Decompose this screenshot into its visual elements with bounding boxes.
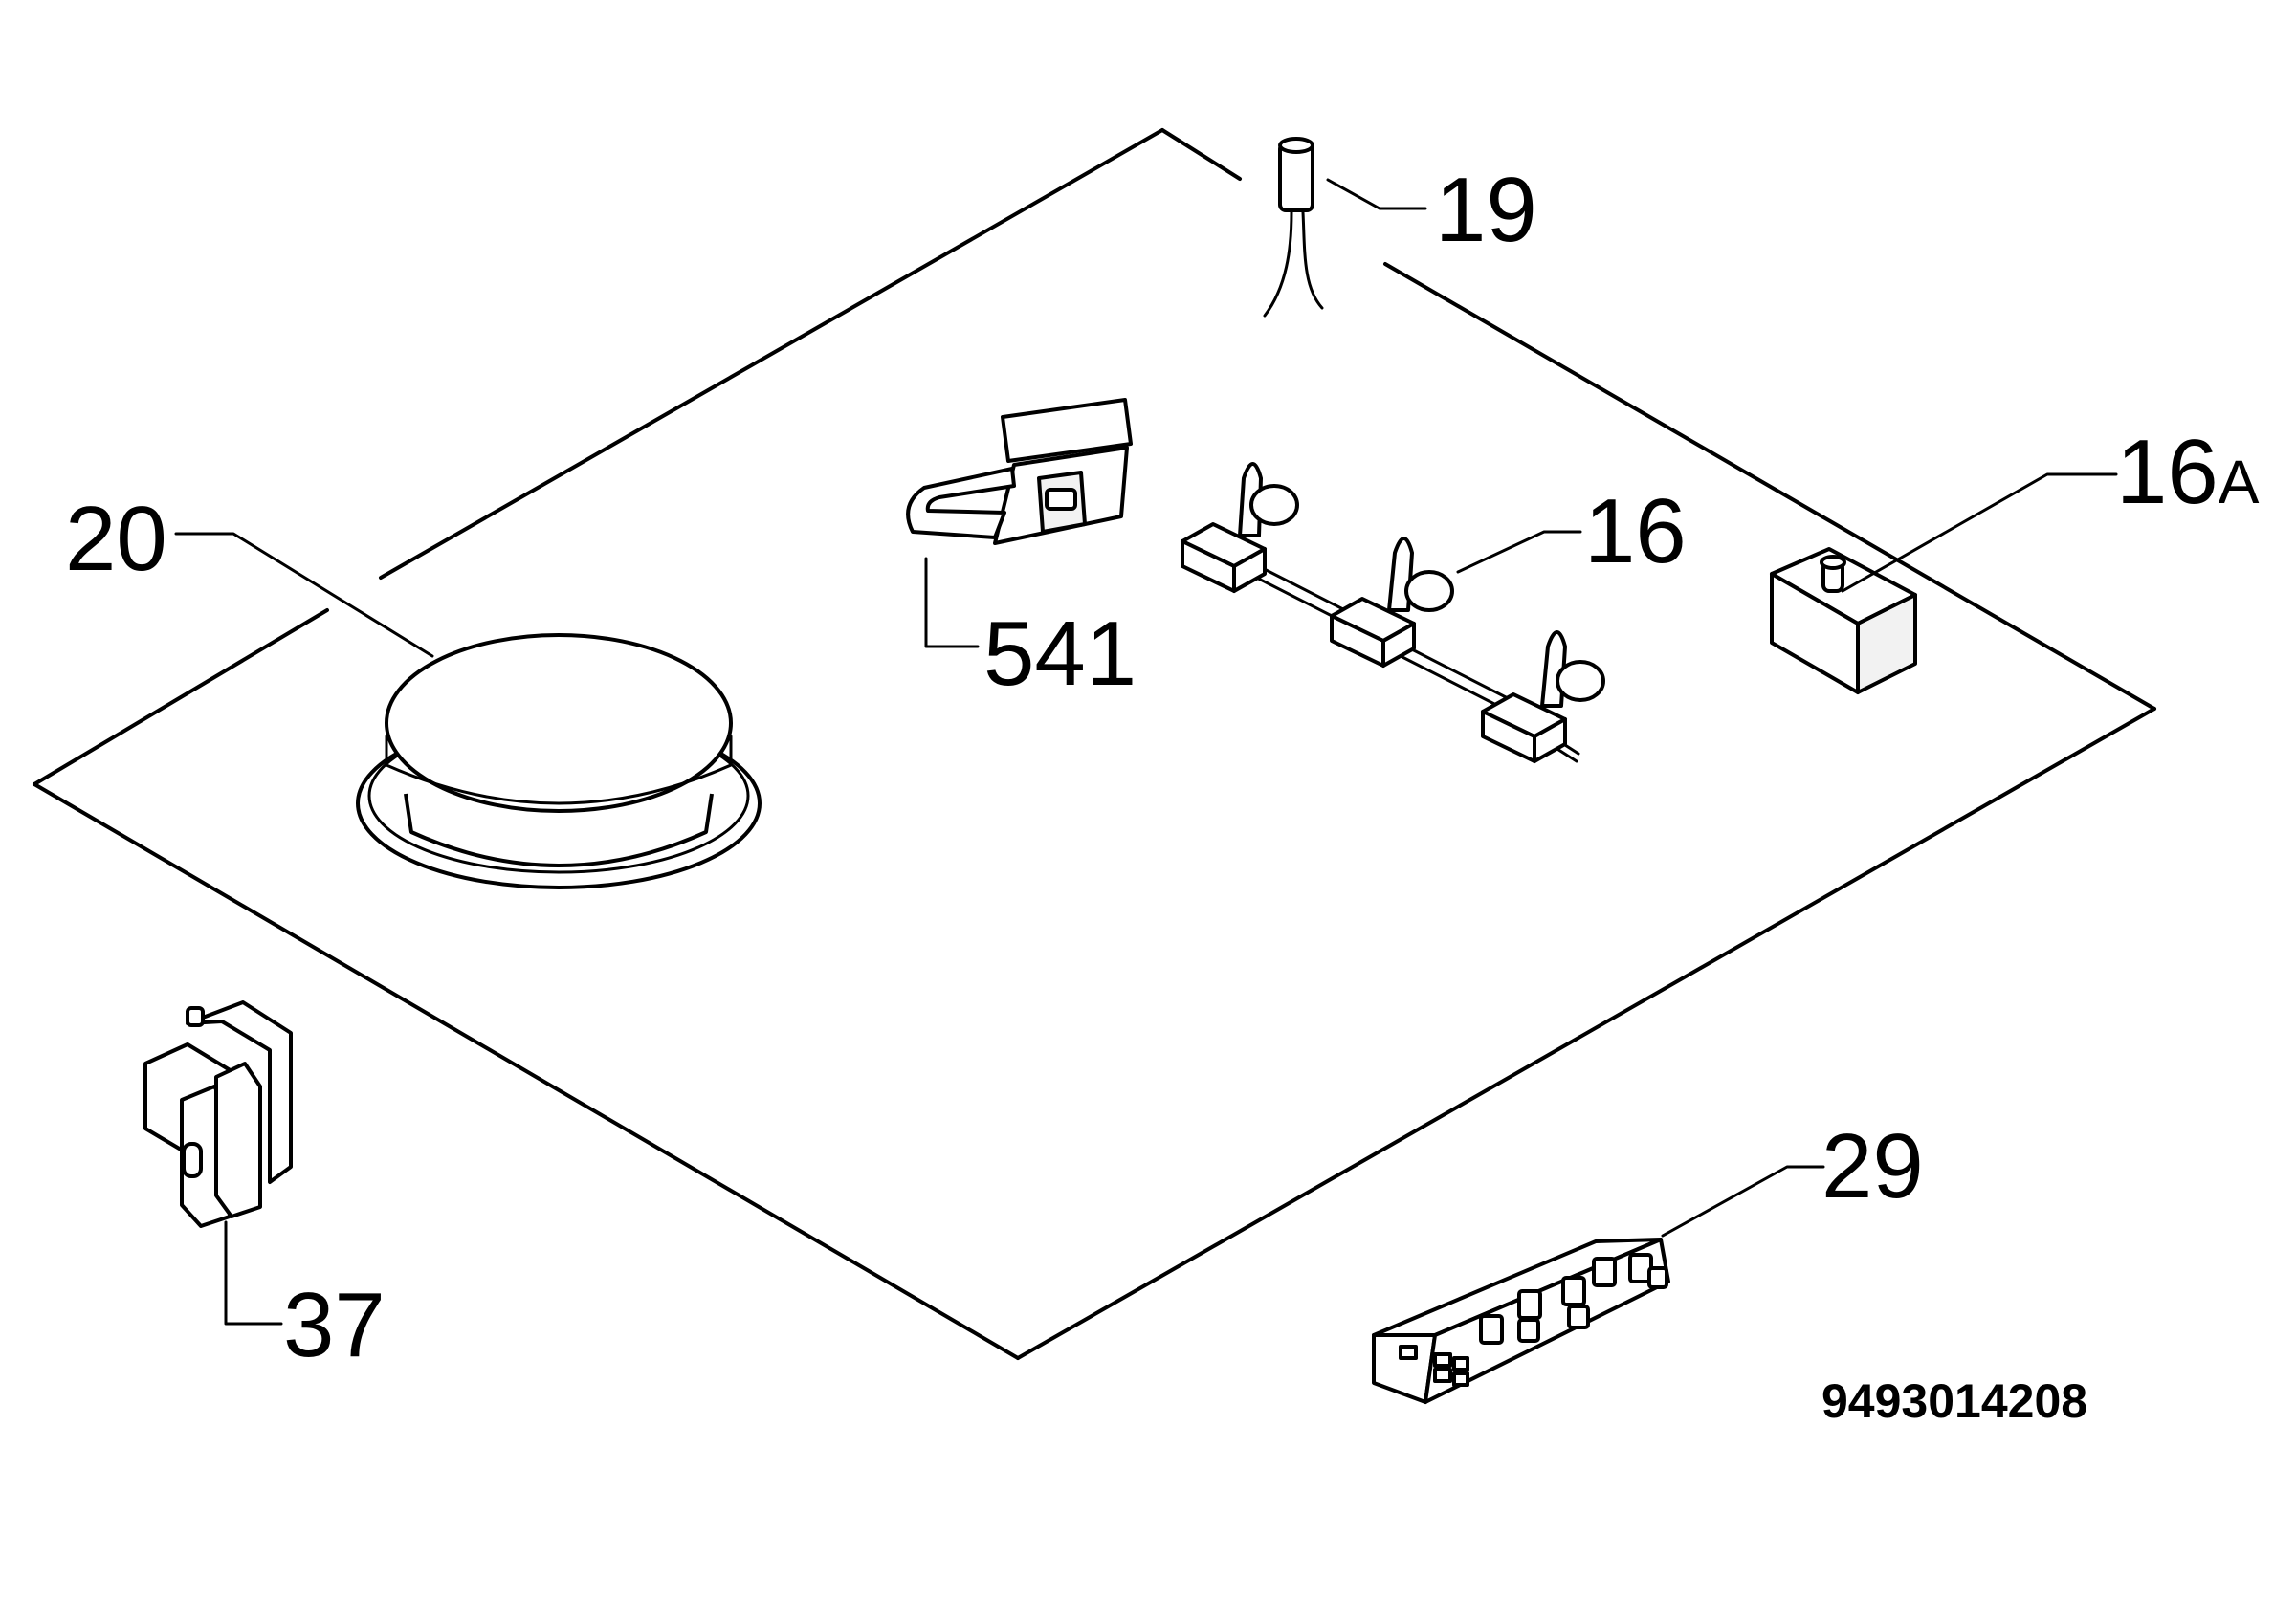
part-label-37: 37 bbox=[283, 1274, 386, 1376]
ignition-electrode-part bbox=[1263, 137, 1324, 318]
part-label-541: 541 bbox=[983, 603, 1137, 705]
part-label-29: 29 bbox=[1821, 1115, 1924, 1217]
part-label-16a: 16A bbox=[2116, 421, 2260, 523]
ignition-harness-part bbox=[1181, 462, 1605, 763]
leader-16a bbox=[1841, 472, 2118, 593]
part-label-20: 20 bbox=[65, 488, 167, 590]
part-label-16a-number: 16 bbox=[2116, 421, 2219, 523]
connector-clip-part bbox=[906, 398, 1133, 545]
ignition-switch-part bbox=[1770, 547, 1917, 694]
leader-37 bbox=[224, 1220, 283, 1326]
leader-20 bbox=[174, 532, 434, 658]
leader-19 bbox=[1326, 178, 1427, 210]
part-label-16: 16 bbox=[1584, 480, 1687, 582]
hob-outline bbox=[33, 128, 2156, 1360]
spark-generator-part bbox=[1372, 1238, 1670, 1404]
leader-541 bbox=[924, 557, 980, 648]
part-label-16a-suffix: A bbox=[2219, 448, 2260, 516]
burner-cap-part bbox=[356, 633, 762, 889]
part-label-19: 19 bbox=[1435, 159, 1537, 261]
terminal-bracket-part bbox=[144, 1000, 293, 1228]
leader-16 bbox=[1456, 530, 1582, 574]
leader-29 bbox=[1661, 1165, 1825, 1238]
document-number: 9493014208 bbox=[1821, 1374, 2087, 1428]
